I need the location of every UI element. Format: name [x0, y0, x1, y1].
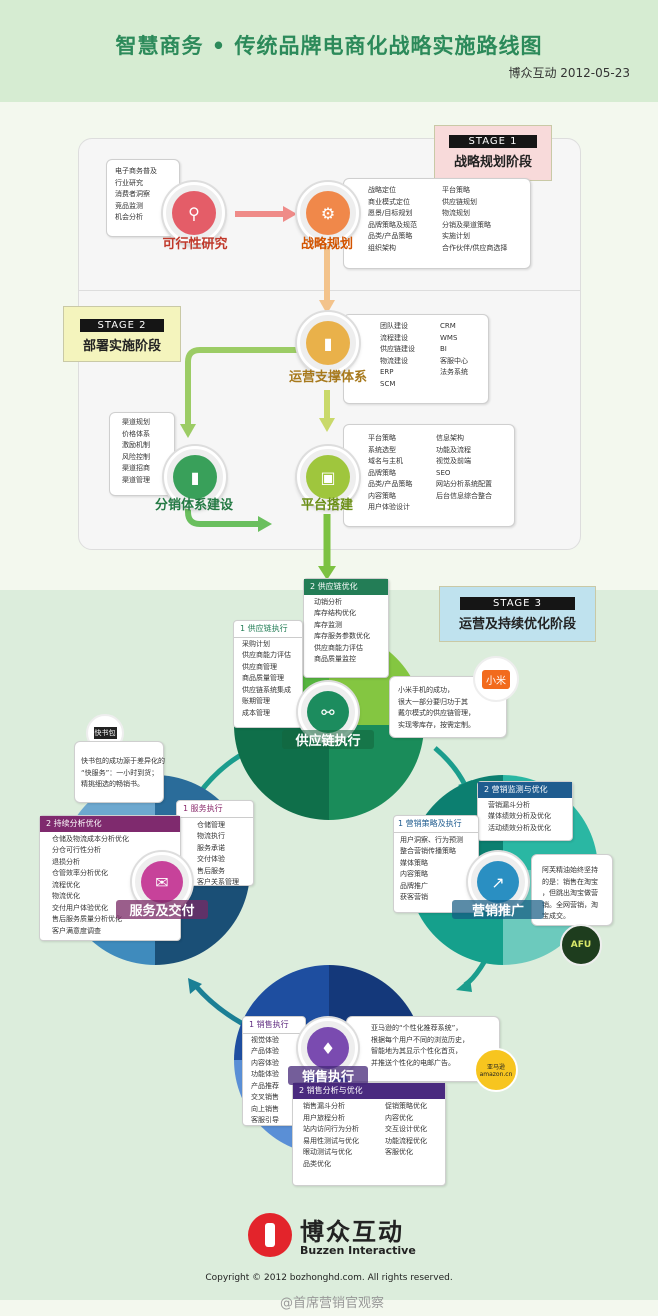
- stage1-name: 战略规划阶段: [453, 155, 532, 170]
- distribution-node: ▮: [164, 446, 226, 508]
- amazon-logo: 亚马逊 amazon.cn: [474, 1048, 518, 1092]
- strategy-label: 战略规划: [300, 237, 353, 252]
- envelope-icon: ✉: [141, 861, 183, 903]
- list-item: 行业研究: [115, 178, 143, 187]
- supply-exec-title: 1 供应链执行: [234, 621, 302, 638]
- stage3-name: 运营及持续优化阶段: [458, 617, 576, 632]
- platform-node: ▣: [297, 446, 359, 508]
- list-item: 电子商务普及: [115, 167, 157, 175]
- strategy-col-right: 平台策略供应链规划物流规划 分销及渠道策略实施计划合作伙伴/供应商选择: [442, 186, 508, 252]
- sales-opt-col1: 销售漏斗分析用户旅程分析站内访问行为分析 易用性测试与优化眼动测试与优化品类优化: [303, 1102, 359, 1168]
- supply-exec-box: 1 供应链执行 采购计划供应商能力评估供应商管理 商品质量管理供应链系统集成账期…: [233, 620, 303, 728]
- ops-support-node: ▮: [297, 312, 359, 374]
- stage1-label: STAGE 1: [449, 135, 537, 148]
- afu-case-box: 阿芙精油始终坚持的是：销售在淘宝，但跳出淘宝做营 销。全网营销，淘宝成交。: [531, 854, 613, 926]
- platform-box: 平台策略系统选型域名与主机 品牌策略品类/产品策略内容策略用户体验设计 信息架构…: [343, 424, 515, 527]
- supply-opt-title: 2 供应链优化: [304, 579, 388, 595]
- marketing-label: 营销推广: [452, 900, 544, 919]
- service-opt-title: 2 持续分析优化: [40, 816, 180, 832]
- brand-name-cn: 博众互动: [300, 1218, 404, 1246]
- trend-chart-icon: ↗: [477, 861, 519, 903]
- sales-exec-title: 1 销售执行: [243, 1017, 305, 1034]
- distribution-label: 分销体系建设: [154, 498, 233, 513]
- sales-opt-title: 2 销售分析与优化: [293, 1083, 445, 1099]
- stage1-tag: STAGE 1 战略规划阶段: [434, 125, 552, 181]
- strategy-col-left: 战略定位商业模式定位愿景/目标规划 品牌策略及规范品类/产品策略组织架构: [368, 186, 417, 252]
- mkt-monitor-title: 2 营销监测与优化: [478, 782, 572, 798]
- stage2-label: STAGE 2: [80, 319, 164, 332]
- stage2-tag: STAGE 2 部署实施阶段: [63, 306, 181, 362]
- gear-icon: ⚙: [306, 191, 350, 235]
- brand-logo-icon: [248, 1213, 292, 1257]
- platform-col-left: 平台策略系统选型域名与主机 品牌策略品类/产品策略内容策略用户体验设计: [368, 434, 413, 511]
- copyright-text: Copyright © 2012 bozhonghd.com. All righ…: [205, 1273, 453, 1283]
- platform-label: 平台搭建: [300, 498, 353, 513]
- mkt-exec-title: 1 营销策略及执行: [394, 816, 478, 833]
- afu-logo: AFU: [560, 924, 602, 966]
- header-banner: [0, 0, 658, 102]
- page-subtitle: 博众互动 2012-05-23: [508, 66, 630, 80]
- watermark-text: @首席营销官观察: [280, 1296, 385, 1311]
- page-title: 智慧商务 • 传统品牌电商化战略实施路线图: [115, 34, 543, 58]
- strategy-box: 战略定位商业模式定位愿景/目标规划 品牌策略及规范品类/产品策略组织架构 平台策…: [343, 178, 531, 269]
- strategy-node: ⚙: [297, 182, 359, 244]
- service-label: 服务及交付: [116, 900, 208, 919]
- supply-opt-box: 2 供应链优化 动销分析库存结构优化库存监测 库存服务参数优化供应商能力评估商品…: [303, 578, 389, 678]
- list-item: 机会分析: [115, 213, 143, 221]
- ops-support-label: 运营支撑体系: [288, 370, 367, 385]
- kuaishubao-case-box: 快书包的成功源于差异化的“快服务”：一小时到货；精挑细选的畅销书。: [74, 741, 165, 803]
- stage3-tag: STAGE 3 运营及持续优化阶段: [439, 586, 596, 642]
- feasibility-node: ⚲: [163, 182, 225, 244]
- stage2-name: 部署实施阶段: [82, 339, 161, 354]
- feasibility-label: 可行性研究: [162, 237, 228, 252]
- chart-icon: ▮: [173, 455, 217, 499]
- price-tag-icon: ♦: [307, 1027, 349, 1069]
- sales-label: 销售执行: [288, 1066, 368, 1085]
- stage3-label: STAGE 3: [460, 597, 575, 610]
- service-exec-title: 1 服务执行: [177, 801, 253, 818]
- sales-opt-box: 2 销售分析与优化 销售漏斗分析用户旅程分析站内访问行为分析 易用性测试与优化眼…: [292, 1082, 446, 1186]
- monitor-icon: ▣: [306, 455, 350, 499]
- share-icon: ⚯: [307, 691, 349, 733]
- xiaomi-logo: 小米: [473, 656, 519, 702]
- search-icon: ⚲: [172, 191, 216, 235]
- list-item: 消费者洞察: [115, 190, 150, 198]
- mkt-monitor-box: 2 营销监测与优化 营销漏斗分析媒体绩效分析及优化活动绩效分析及优化: [477, 781, 573, 841]
- brand-name-en: Buzzen Interactive: [300, 1244, 416, 1257]
- supply-exec-label: 供应链执行: [282, 730, 374, 749]
- mkt-exec-box: 1 营销策略及执行 用户洞察、行为预测整合营销传播策略媒体策略 内容策略品牌推广…: [393, 815, 479, 913]
- list-item: 竞品监测: [115, 201, 143, 210]
- sales-opt-col2: 促销策略优化内容优化交互设计优化 功能流程优化客服优化: [385, 1102, 427, 1156]
- bar-chart-icon: ▮: [306, 321, 350, 365]
